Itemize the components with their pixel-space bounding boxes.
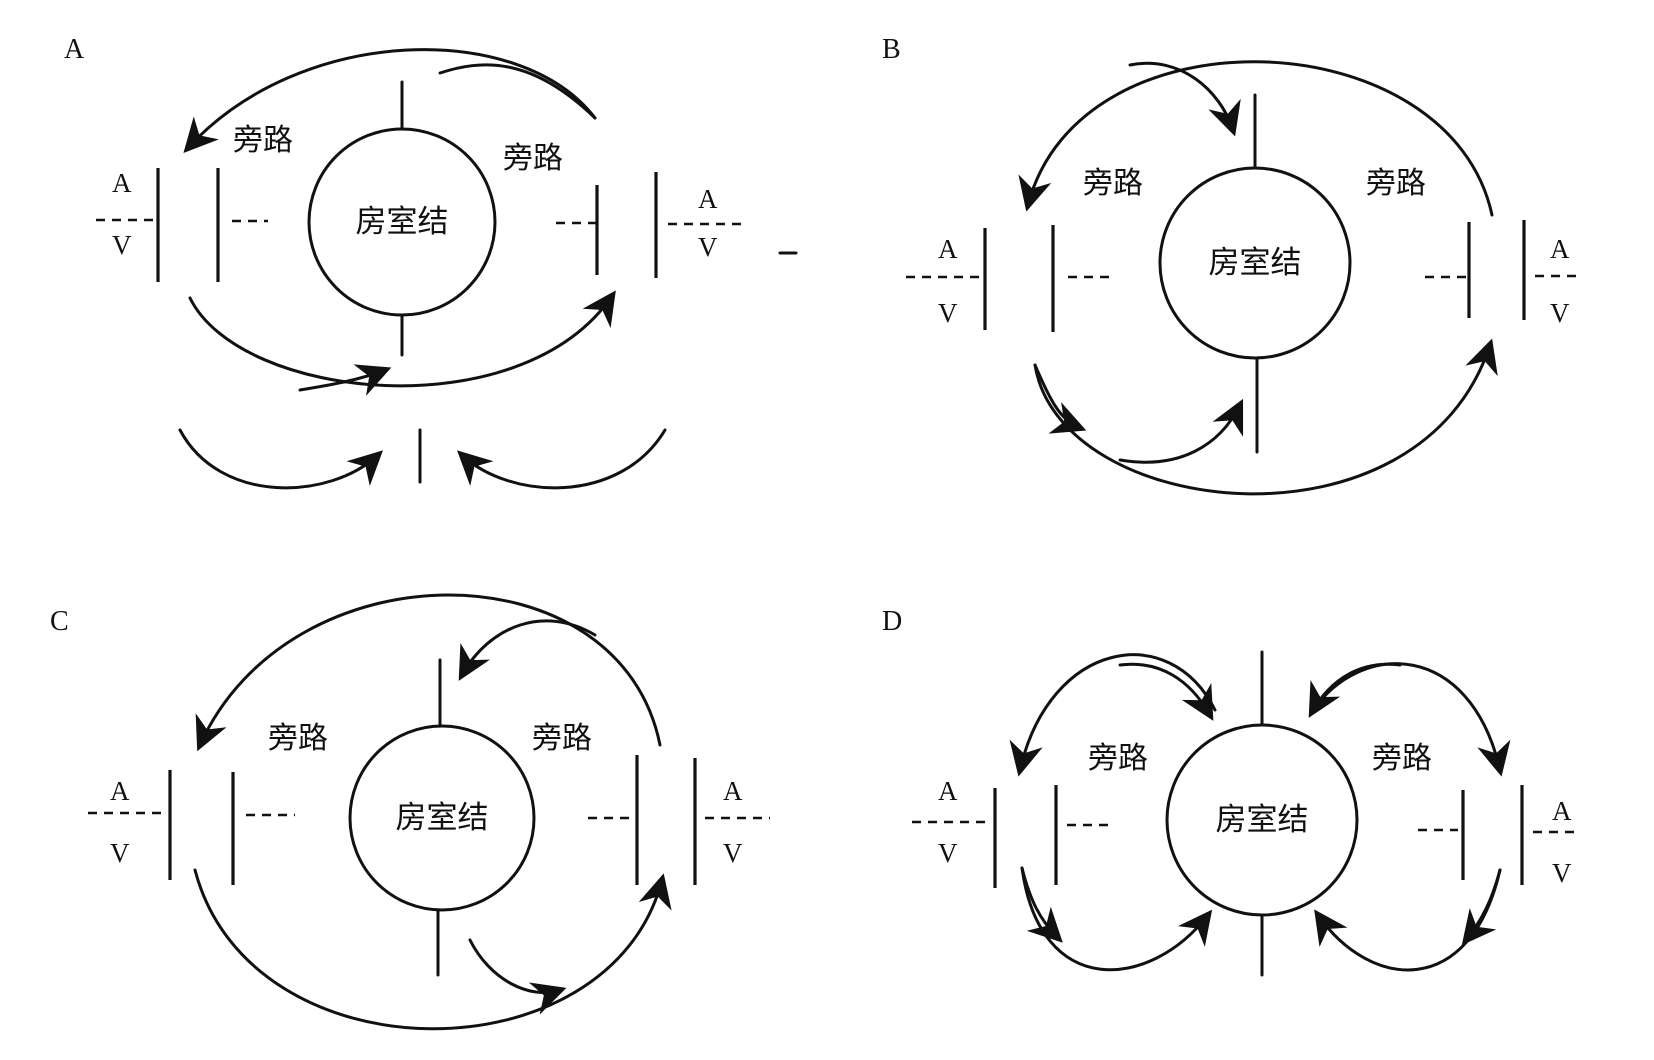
atrium-label-right: A xyxy=(1550,234,1570,264)
arrow-top-loop xyxy=(195,593,662,752)
panel-label: D xyxy=(882,606,902,637)
arrow-right-bottom-branch xyxy=(1461,868,1502,946)
av-node-label: 房室结 xyxy=(1216,802,1309,838)
bypass-label-left: 旁路 xyxy=(268,721,328,756)
bypass-label-right: 旁路 xyxy=(1366,166,1426,201)
ventricle-label-right: V xyxy=(1550,298,1570,328)
bypass-label-right: 旁路 xyxy=(503,141,563,176)
atrium-label-left: A xyxy=(112,168,132,198)
ventricle-label-right: V xyxy=(698,232,718,262)
atrium-label-left: A xyxy=(938,234,958,264)
ventricle-label-left: V xyxy=(938,298,958,328)
arrow-lower-left xyxy=(178,428,383,490)
arrow-bottom-loop xyxy=(193,868,672,1031)
arrow-left-top-up xyxy=(1118,662,1214,721)
arrow-right-bottom xyxy=(1314,868,1502,972)
arrow-right-top-up xyxy=(1308,662,1402,718)
ventricle-label-left: V xyxy=(938,838,958,868)
av-node-label: 房室结 xyxy=(356,204,449,240)
av-node-label: 房室结 xyxy=(1209,245,1302,281)
av-node-label: 房室结 xyxy=(396,800,489,836)
arrow-bottom-loop xyxy=(1033,338,1498,496)
atrium-label-left: A xyxy=(110,776,130,806)
arrow-left-bottom xyxy=(1020,866,1213,972)
av-node-circle xyxy=(348,724,536,912)
panel-d: D 房室结 旁路 A V 旁路 A V xyxy=(882,606,1580,977)
panel-label: B xyxy=(882,34,901,65)
ventricle-label-left: V xyxy=(112,230,132,260)
atrium-label-left: A xyxy=(938,776,958,806)
atrium-label-right: A xyxy=(1552,796,1572,826)
arrow-top-branch xyxy=(438,63,597,120)
arrow-bottom-branch xyxy=(298,364,392,396)
bypass-label-left: 旁路 xyxy=(1083,166,1143,201)
bypass-label-right: 旁路 xyxy=(532,721,592,756)
atrium-label-right: A xyxy=(698,184,718,214)
bypass-label-left: 旁路 xyxy=(1088,741,1148,776)
arrow-bottom-branch xyxy=(468,938,567,1015)
arrow-bottom-right-branch xyxy=(1118,398,1244,464)
atrium-label-right: A xyxy=(723,776,743,806)
arrow-bottom-left-branch xyxy=(1033,363,1087,434)
arrow-top-branch xyxy=(458,619,597,681)
arrow-top-loop xyxy=(1018,60,1494,217)
panel-a: A 房室结 旁路 A V 旁路 A V xyxy=(64,34,798,490)
arrow-left-bottom-branch xyxy=(1020,866,1063,943)
arrow-top-loop xyxy=(183,48,597,154)
ventricle-label-left: V xyxy=(110,838,130,868)
bypass-label-left: 旁路 xyxy=(233,123,293,158)
panel-label: C xyxy=(50,606,69,637)
ventricle-label-right: V xyxy=(723,838,743,868)
bypass-label-right: 旁路 xyxy=(1372,741,1432,776)
ventricle-label-right: V xyxy=(1552,858,1572,888)
panel-b: B 房室结 旁路 A V 旁路 A V xyxy=(882,34,1580,496)
panel-label: A xyxy=(64,34,85,65)
arrow-top-branch xyxy=(1128,61,1241,137)
panel-c: C 房室结 旁路 A V 旁路 A V xyxy=(50,593,770,1031)
arrow-left-top-down xyxy=(1009,653,1217,777)
arrow-lower-right xyxy=(457,428,667,490)
